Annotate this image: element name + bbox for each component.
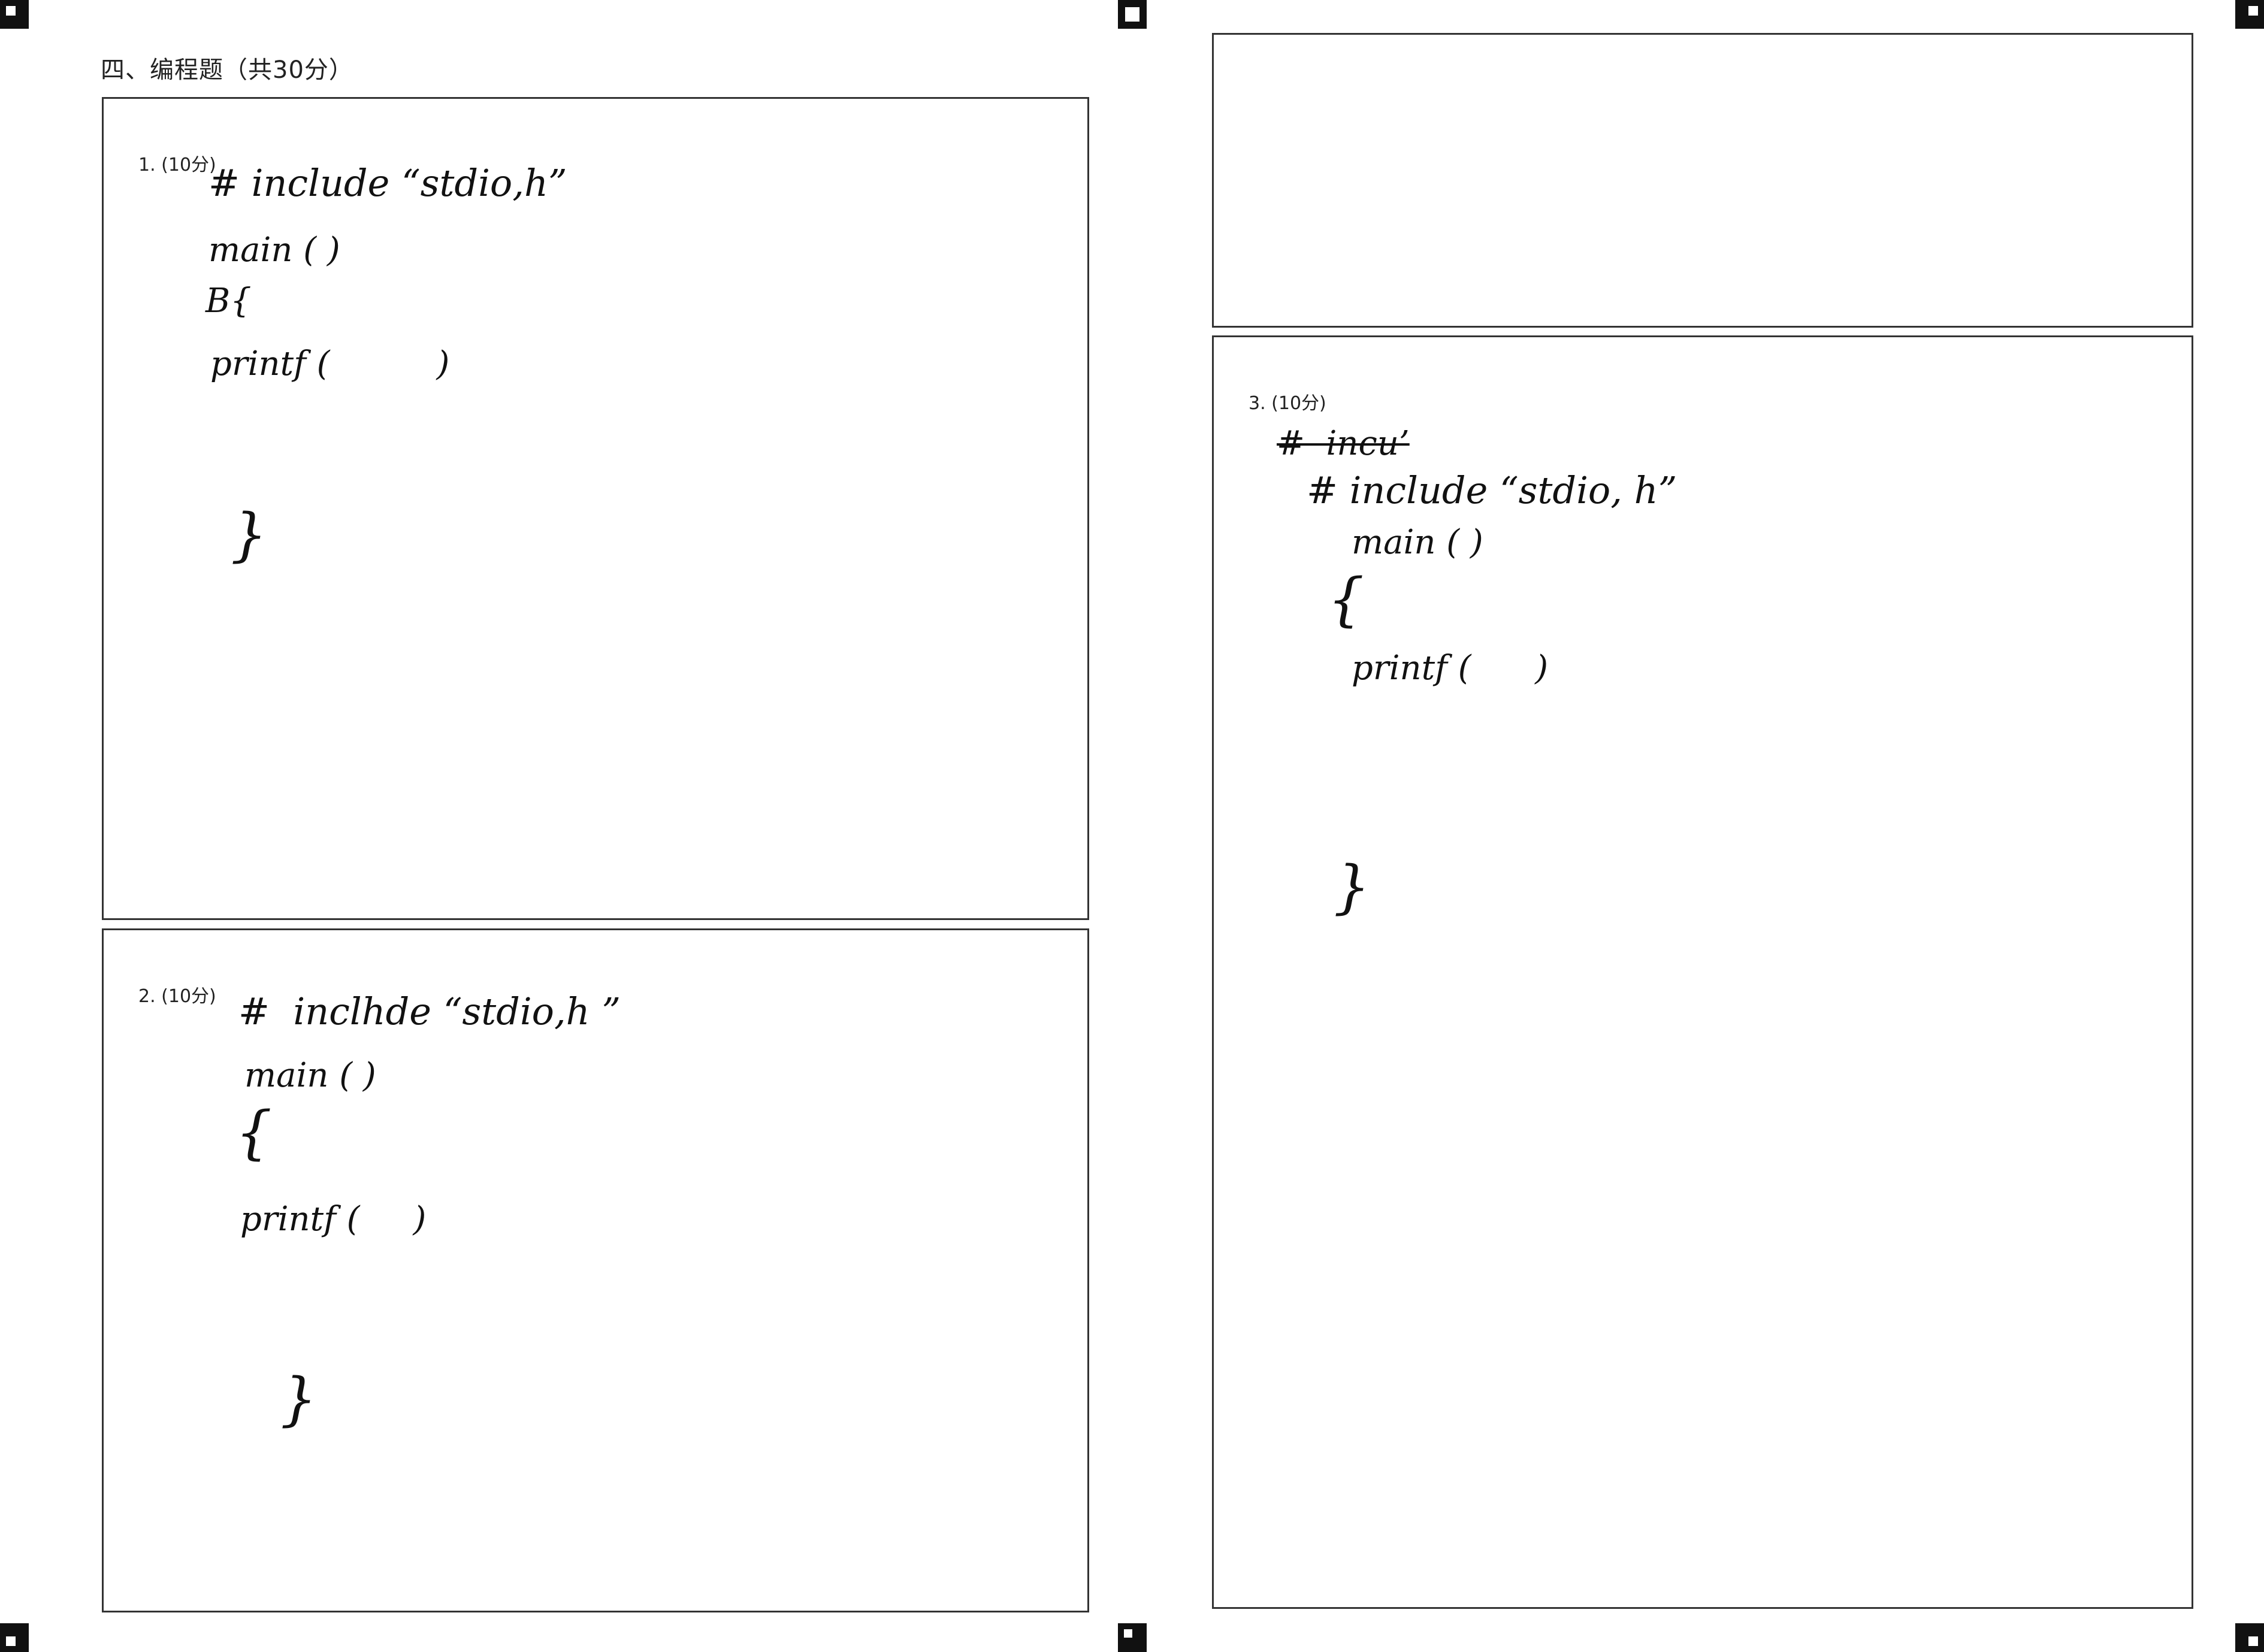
handwritten-line: B{ [205,282,252,320]
answer-box-q1[interactable]: 1. (10分) # include “stdio,h” main ( ) B{… [102,97,1089,920]
corner-marker-top-right [2235,0,2264,29]
corner-marker-top-center [1118,0,1147,29]
corner-marker-bottom-center [1118,1623,1147,1652]
answer-box-q3[interactable]: 3. (10分) # incu’ # include “stdio, h” ma… [1212,335,2193,1609]
handwritten-line: main ( ) [244,1056,376,1095]
handwritten-line: # inclhde “stdio,h ” [238,990,621,1033]
handwritten-line: main ( ) [1352,523,1483,562]
handwritten-line: # include “stdio,h” [208,161,567,205]
handwritten-brace: } [1334,854,1371,921]
handwritten-line: # include “stdio, h” [1307,468,1677,512]
struck-out-text: # incu’ [1277,424,1410,463]
handwritten-brace: } [280,1366,318,1433]
handwritten-brace: { [235,1099,273,1166]
question-label: 3. (10分) [1249,393,1326,414]
corner-marker-bottom-right [2235,1623,2264,1652]
handwritten-line: printf ( ) [240,1200,427,1239]
handwritten-line: printf ( ) [1352,649,1549,688]
handwritten-line: printf ( ) [210,344,450,383]
answer-box-continuation[interactable] [1212,33,2193,328]
handwritten-line: main ( ) [208,231,340,270]
answer-box-q2[interactable]: 2. (10分) # inclhde “stdio,h ” main ( ) {… [102,928,1089,1612]
corner-marker-bottom-left [0,1623,29,1652]
handwritten-brace: { [1328,566,1365,633]
question-label: 1. (10分) [138,155,216,176]
handwritten-brace: } [231,501,268,568]
question-label: 2. (10分) [138,986,216,1007]
section-title: 四、编程题（共30分） [101,56,353,84]
corner-marker-top-left [0,0,29,29]
